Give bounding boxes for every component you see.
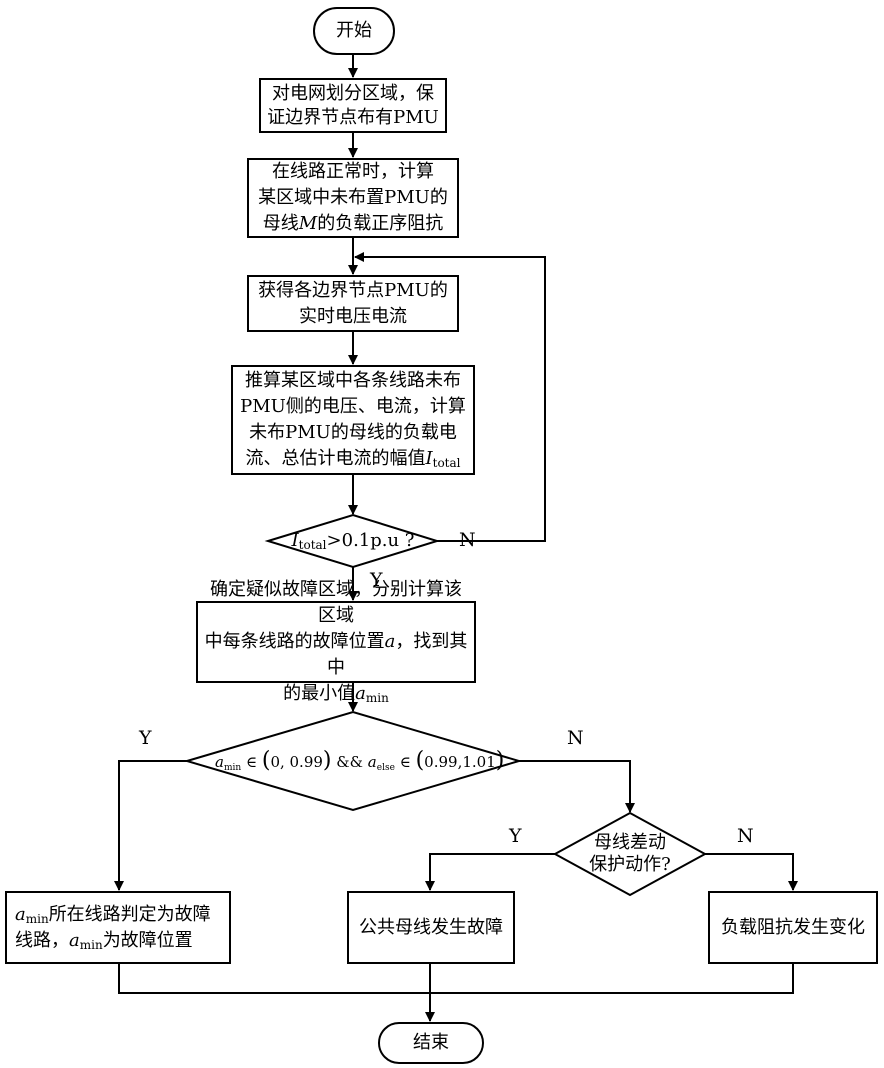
step-partition-regions: 对电网划分区域，保 证边界节点布有PMU [259, 78, 447, 133]
step3-line1: 获得各边界节点PMU的 [258, 278, 448, 304]
decision3-no-label: N [737, 826, 754, 846]
step2-line3: 母线M的负载正序阻抗 [258, 211, 448, 237]
decision3-line2: 保护动作? [570, 854, 690, 876]
step4-line1: 推算某区域中各条线路未布 [240, 368, 466, 394]
start-label: 开始 [336, 18, 372, 44]
start-terminal: 开始 [313, 7, 395, 55]
step4-line3: 未布PMU的母线的负载电 [240, 420, 466, 446]
result-right-label: 负载阻抗发生变化 [721, 915, 865, 941]
arrow-decision3-yes [430, 854, 555, 890]
decision1-no-label: N [459, 530, 476, 550]
decision3-condition: 母线差动 保护动作? [570, 832, 690, 876]
step5-line2: 中每条线路的故障位置a，找到其中 [202, 629, 470, 681]
decision1-condition: Itotal>0.1p.u ? [283, 530, 423, 552]
result-bus-fault: 公共母线发生故障 [347, 891, 515, 964]
step-compute-impedance: 在线路正常时，计算 某区域中未布置PMU的 母线M的负载正序阻抗 [247, 158, 459, 238]
step1-line1: 对电网划分区域，保 [267, 82, 439, 106]
step-estimate-current: 推算某区域中各条线路未布 PMU侧的电压、电流，计算 未布PMU的母线的负载电 … [231, 365, 475, 475]
step3-line2: 实时电压电流 [258, 304, 448, 330]
result-load-change: 负载阻抗发生变化 [708, 891, 878, 964]
step5-line1: 确定疑似故障区域，分别计算该区域 [202, 577, 470, 629]
end-label: 结束 [413, 1030, 449, 1056]
arrow-decision2-no [516, 761, 630, 812]
decision2-yes-label: Y [139, 728, 152, 748]
step1-line2: 证边界节点布有PMU [267, 106, 439, 130]
result-line-fault: amin所在线路判定为故障 线路，amin为故障位置 [5, 891, 231, 964]
step-get-pmu-data: 获得各边界节点PMU的 实时电压电流 [247, 275, 459, 332]
decision2-no-label: N [567, 728, 584, 748]
decision2-condition: amin ∈ (0, 0.99) && aelse ∈ (0.99,1.01) [215, 750, 491, 773]
step2-line1: 在线路正常时，计算 [258, 159, 448, 185]
result-left-line2: 线路，amin为故障位置 [15, 928, 211, 954]
decision3-line1: 母线差动 [570, 832, 690, 854]
arrow-decision3-no [705, 854, 793, 890]
merge-connector [119, 964, 793, 993]
step-fault-location: 确定疑似故障区域，分别计算该区域 中每条线路的故障位置a，找到其中 的最小值am… [196, 601, 476, 683]
end-terminal: 结束 [378, 1022, 484, 1064]
decision3-yes-label: Y [509, 826, 522, 846]
result-left-line1: amin所在线路判定为故障 [15, 902, 211, 928]
step2-line2: 某区域中未布置PMU的 [258, 185, 448, 211]
step4-line2: PMU侧的电压、电流，计算 [240, 394, 466, 420]
step4-line4: 流、总估计电流的幅值Itotal [240, 446, 466, 472]
step5-line3: 的最小值amin [202, 681, 470, 707]
arrow-decision2-yes [119, 761, 190, 890]
result-mid-label: 公共母线发生故障 [359, 915, 503, 941]
